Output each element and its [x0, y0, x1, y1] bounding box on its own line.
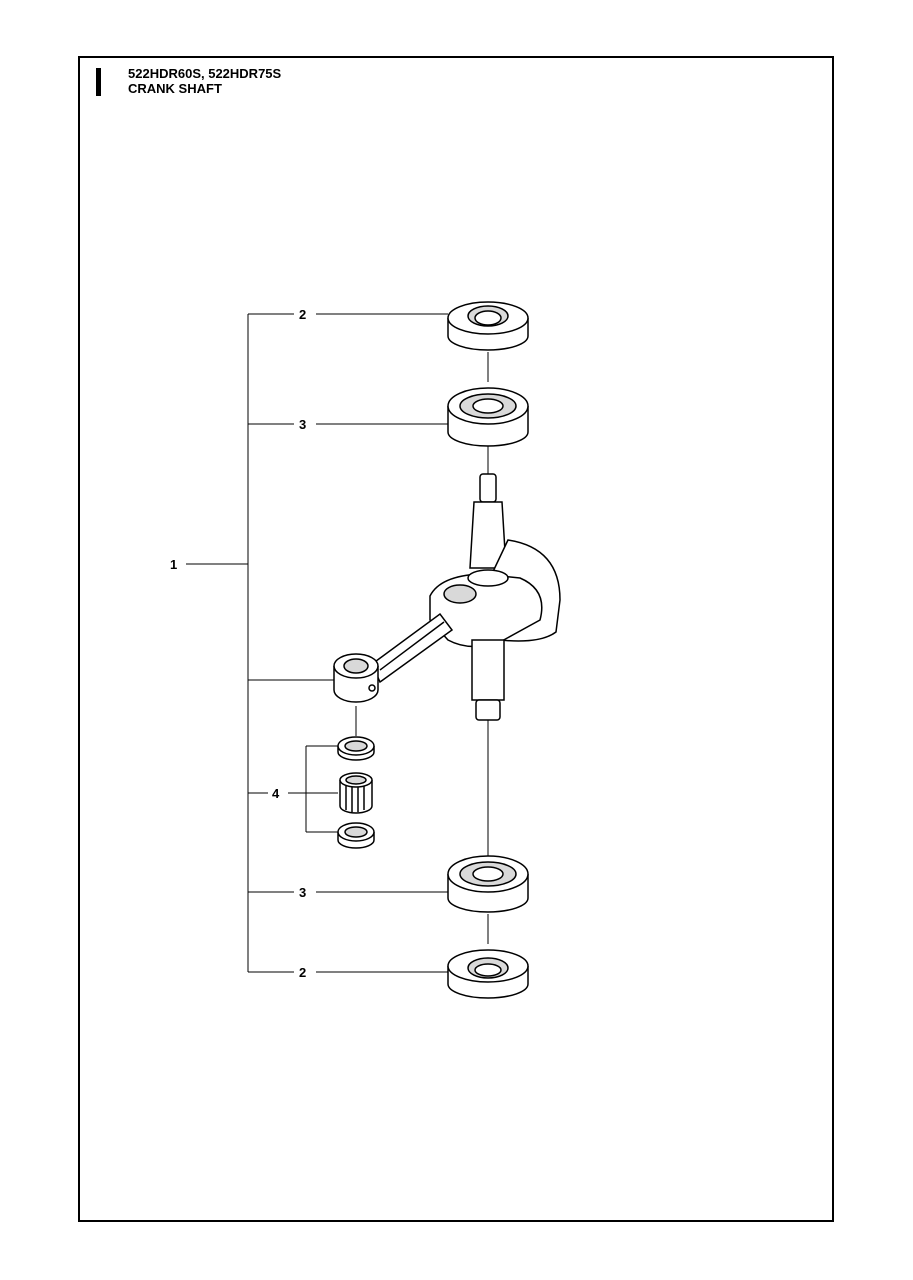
section-marker [96, 68, 101, 96]
seal-bottom-part [447, 949, 529, 999]
page-title: 522HDR60S, 522HDR75S CRANK SHAFT [128, 66, 281, 96]
callout-seal-top: 2 [299, 307, 306, 322]
page-frame [78, 56, 834, 1222]
bearing-bottom-part [447, 855, 529, 913]
leader-lines [186, 313, 489, 973]
crankshaft-part [333, 473, 561, 721]
section-name: CRANK SHAFT [128, 81, 222, 96]
bearing-top-part [447, 387, 529, 447]
callout-bearing-top: 3 [299, 417, 306, 432]
callout-bearing-bottom: 3 [299, 885, 306, 900]
thrust-washer-top-part [337, 736, 375, 761]
seal-top-part [447, 301, 529, 351]
model-numbers: 522HDR60S, 522HDR75S [128, 66, 282, 81]
thrust-washer-bottom-part [337, 822, 375, 849]
needle-bearing-part [339, 772, 373, 814]
callout-assembly: 1 [170, 557, 177, 572]
callout-needle-bearing-kit: 4 [272, 786, 280, 801]
callout-seal-bottom: 2 [299, 965, 306, 980]
